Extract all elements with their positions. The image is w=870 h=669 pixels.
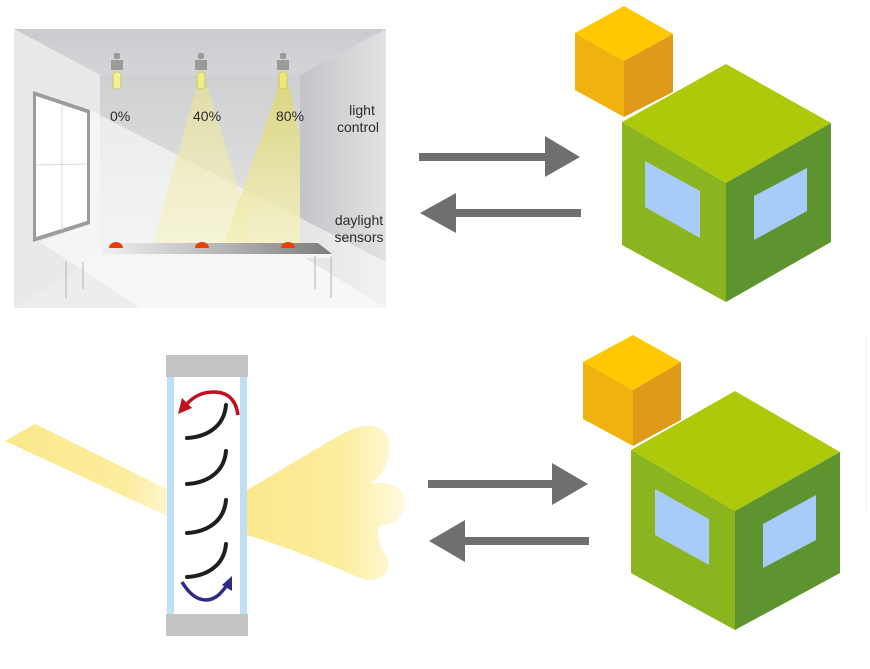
window-frame-top bbox=[166, 355, 248, 377]
daylight-sensor bbox=[281, 242, 295, 248]
small-cube bbox=[583, 335, 681, 446]
daylight-sensor bbox=[109, 242, 123, 248]
building-window bbox=[754, 168, 807, 240]
daylight-redirecting-louvres-illustration bbox=[5, 355, 406, 636]
building-window bbox=[655, 489, 709, 565]
light-control-room-illustration: 0% 40% 80% light control daylight sensor… bbox=[14, 29, 386, 308]
room-ceiling bbox=[14, 29, 386, 75]
bulb-level-label: 40% bbox=[193, 108, 221, 124]
rotate-clockwise-icon bbox=[180, 576, 232, 602]
glazing-pane bbox=[240, 377, 247, 614]
arrow-left-icon bbox=[420, 193, 581, 233]
bulb-40 bbox=[195, 53, 207, 90]
incoming-sunlight bbox=[5, 424, 167, 516]
daylight-sensor bbox=[195, 242, 209, 248]
bulb-level-label: 80% bbox=[276, 108, 304, 124]
louvre-blade bbox=[185, 542, 228, 579]
louvre-blade bbox=[185, 498, 228, 535]
arrow-right-icon bbox=[428, 463, 588, 505]
building-model-icon bbox=[583, 335, 840, 630]
bulb-80 bbox=[277, 53, 289, 90]
room-window bbox=[33, 91, 90, 242]
building-model-icon bbox=[575, 6, 831, 302]
large-cube bbox=[631, 391, 840, 630]
window-frame-bottom bbox=[166, 614, 248, 636]
light-beam-80 bbox=[220, 88, 300, 255]
redirected-light bbox=[247, 425, 406, 580]
daylight-sensors-label: daylight bbox=[335, 212, 383, 228]
small-cube bbox=[575, 6, 673, 117]
bulb-level-label: 0% bbox=[110, 108, 130, 124]
large-cube bbox=[622, 64, 831, 302]
glazing-pane bbox=[167, 377, 174, 614]
arrow-left-icon bbox=[429, 520, 589, 562]
light-control-label: control bbox=[337, 119, 379, 135]
room-table bbox=[65, 243, 332, 298]
building-window bbox=[763, 495, 816, 568]
louvre-blade bbox=[185, 449, 228, 486]
bulb-0 bbox=[111, 53, 123, 90]
daylight-sensors-label: sensors bbox=[334, 229, 383, 245]
light-beam-40 bbox=[150, 88, 258, 255]
arrow-right-icon bbox=[419, 136, 580, 177]
louvre-blade bbox=[185, 403, 228, 440]
rotate-counterclockwise-icon bbox=[178, 390, 240, 416]
light-control-label: light bbox=[349, 102, 375, 118]
building-window bbox=[645, 161, 700, 238]
